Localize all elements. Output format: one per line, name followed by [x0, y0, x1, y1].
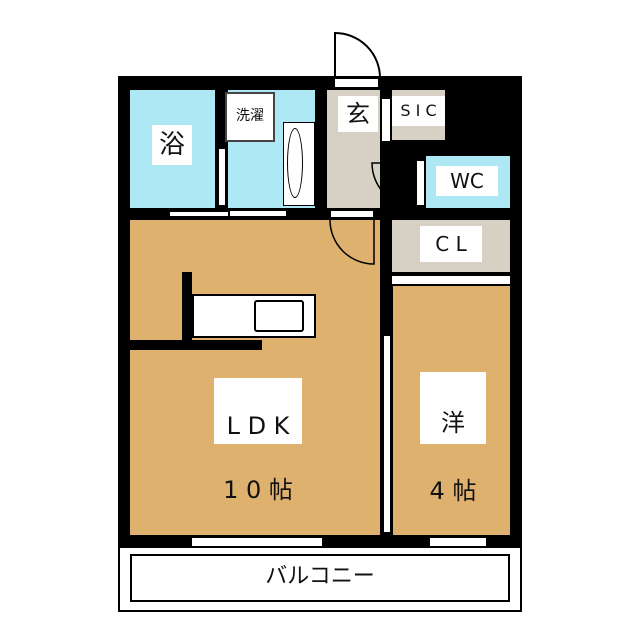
western-label-box: 洋 4 帖 — [420, 372, 486, 505]
kitchen-wall — [182, 272, 192, 350]
western-size: 4 帖 — [429, 477, 477, 505]
wc-label: WC — [436, 166, 498, 196]
front-door-swing-icon — [334, 31, 381, 79]
entrance-label: 玄 — [338, 96, 378, 132]
wall-gap — [170, 212, 228, 216]
closet-label: C L — [420, 226, 482, 262]
front-door — [334, 78, 379, 88]
wc-door — [416, 160, 425, 206]
western-label: 洋 — [441, 409, 465, 437]
ldk-label: L D K — [226, 412, 290, 440]
ldk-size: 1 0 帖 — [223, 476, 293, 504]
laundry-label: 洗濯 — [229, 104, 271, 128]
bath-label: 浴 — [152, 125, 192, 165]
ldk-window — [192, 537, 322, 547]
bath-door — [218, 148, 226, 206]
sic-label: S I C — [392, 96, 445, 126]
sic-door — [381, 98, 391, 142]
washroom-door — [229, 210, 287, 217]
wc-door-swing-icon — [371, 162, 417, 208]
closet-sliding-door — [392, 275, 510, 285]
kitchen-counter — [192, 294, 316, 338]
balcony-label: バルコニー — [265, 564, 375, 589]
washbasin — [283, 122, 315, 206]
sliding-partition — [383, 336, 391, 532]
ldk-door-swing-icon — [329, 219, 375, 265]
western-window — [430, 537, 486, 547]
kitchen-wall — [130, 340, 262, 350]
ldk-door — [330, 210, 374, 218]
ldk-label-box: L D K 1 0 帖 — [214, 378, 302, 504]
room-ldk — [130, 220, 380, 535]
sink-icon — [254, 300, 304, 332]
balcony — [118, 548, 522, 612]
